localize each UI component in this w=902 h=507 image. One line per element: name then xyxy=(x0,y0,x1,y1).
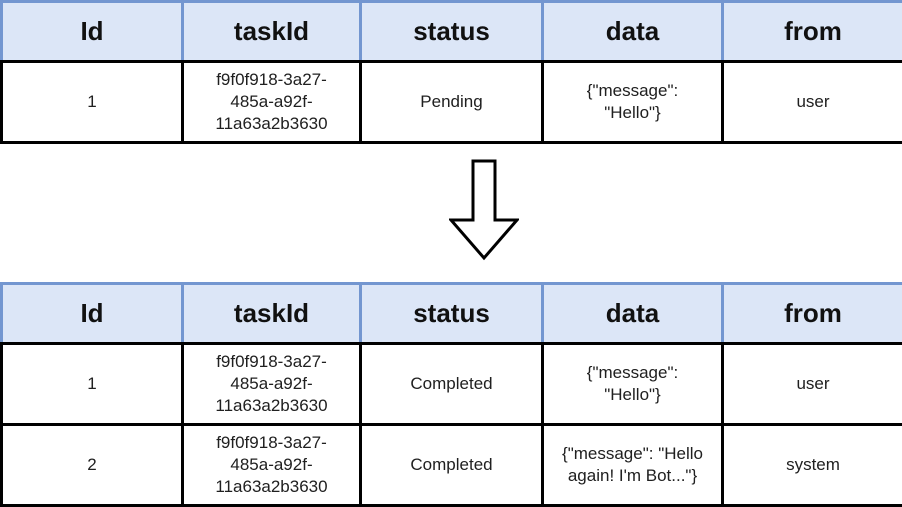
table-body-after: 1 f9f0f918-3a27- 485a-a92f- 11a63a2b3630… xyxy=(2,344,902,506)
column-header-taskid: taskId xyxy=(183,284,361,344)
cell-taskid: f9f0f918-3a27- 485a-a92f- 11a63a2b3630 xyxy=(183,425,361,506)
cell-taskid: f9f0f918-3a27- 485a-a92f- 11a63a2b3630 xyxy=(183,62,361,143)
table-header-after: Id taskId status data from xyxy=(2,284,902,344)
table-header-before: Id taskId status data from xyxy=(2,2,902,62)
cell-from: user xyxy=(723,62,902,143)
cell-id: 1 xyxy=(2,344,183,425)
column-header-id: Id xyxy=(2,2,183,62)
column-header-from: from xyxy=(723,2,902,62)
cell-status: Completed xyxy=(361,425,543,506)
column-header-data: data xyxy=(543,284,723,344)
column-header-id: Id xyxy=(2,284,183,344)
table-row: 1 f9f0f918-3a27- 485a-a92f- 11a63a2b3630… xyxy=(2,344,902,425)
table-header-row: Id taskId status data from xyxy=(2,2,902,62)
cell-id: 1 xyxy=(2,62,183,143)
column-header-status: status xyxy=(361,284,543,344)
cell-status: Pending xyxy=(361,62,543,143)
task-table-after: Id taskId status data from 1 f9f0f918-3a… xyxy=(0,282,902,507)
column-header-status: status xyxy=(361,2,543,62)
cell-data: {"message": "Hello"} xyxy=(543,62,723,143)
column-header-taskid: taskId xyxy=(183,2,361,62)
column-header-from: from xyxy=(723,284,902,344)
table-header-row: Id taskId status data from xyxy=(2,284,902,344)
cell-from: user xyxy=(723,344,902,425)
cell-status: Completed xyxy=(361,344,543,425)
column-header-data: data xyxy=(543,2,723,62)
task-table-before: Id taskId status data from 1 f9f0f918-3a… xyxy=(0,0,902,144)
table-row: 1 f9f0f918-3a27- 485a-a92f- 11a63a2b3630… xyxy=(2,62,902,143)
cell-data: {"message": "Hello again! I'm Bot..."} xyxy=(543,425,723,506)
down-arrow-icon xyxy=(449,159,519,261)
table-row: 2 f9f0f918-3a27- 485a-a92f- 11a63a2b3630… xyxy=(2,425,902,506)
cell-taskid: f9f0f918-3a27- 485a-a92f- 11a63a2b3630 xyxy=(183,344,361,425)
table-body-before: 1 f9f0f918-3a27- 485a-a92f- 11a63a2b3630… xyxy=(2,62,902,143)
cell-data: {"message": "Hello"} xyxy=(543,344,723,425)
cell-id: 2 xyxy=(2,425,183,506)
cell-from: system xyxy=(723,425,902,506)
